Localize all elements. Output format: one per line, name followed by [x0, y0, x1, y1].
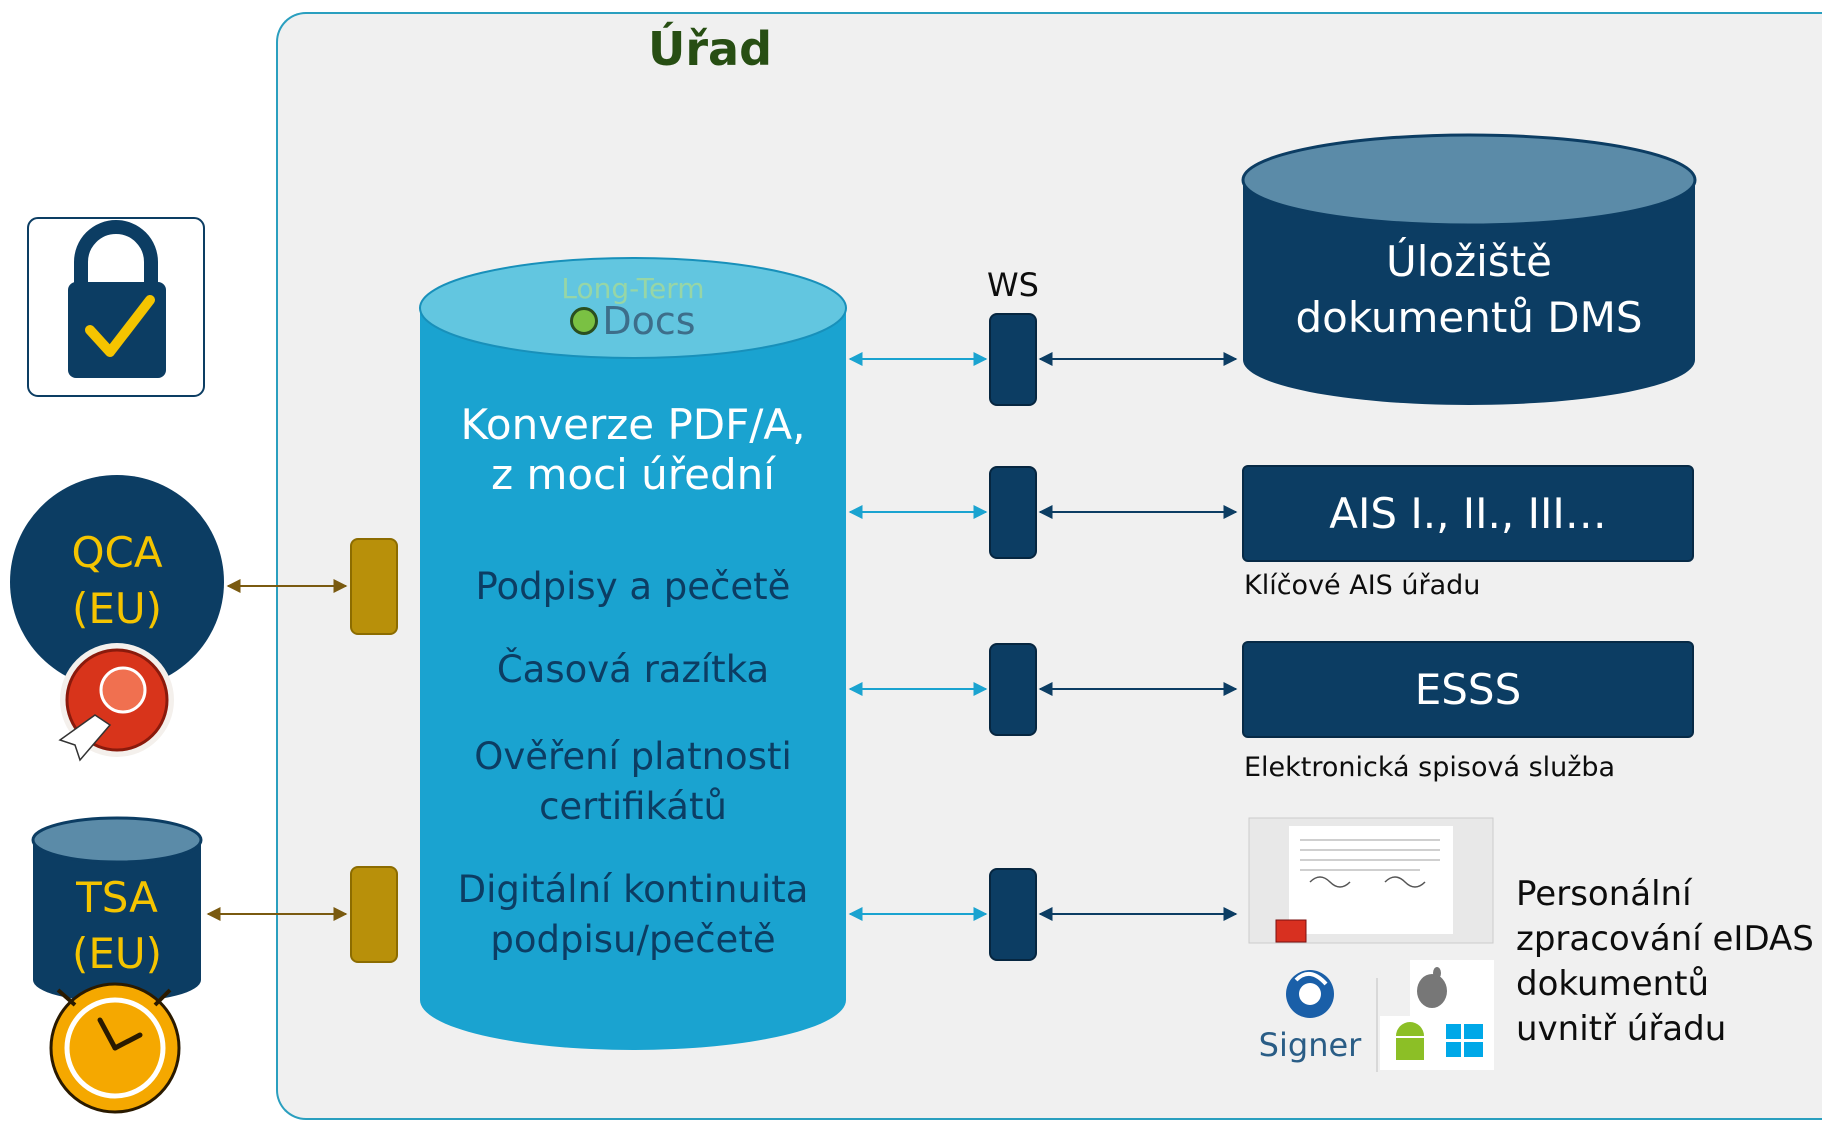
logo-docs: Docs — [560, 298, 706, 344]
dms-cylinder — [1241, 133, 1697, 405]
personal-processing-text: Personální zpracování eIDAS dokumentů uv… — [1516, 872, 1814, 1052]
gold-box-tsa — [350, 866, 398, 963]
apple-icon — [1410, 960, 1494, 1018]
personal-line2: zpracování eIDAS — [1516, 919, 1814, 959]
esss-caption: Elektronická spisová služba — [1244, 752, 1616, 783]
personal-line3: dokumentů — [1516, 964, 1710, 1004]
ws-label: WS — [987, 266, 1039, 304]
qca-line2: (EU) — [71, 584, 163, 633]
document-preview — [1248, 817, 1494, 944]
central-item-continuity-line1: Digitální kontinuita — [457, 868, 809, 911]
dms-label-line2: dokumentů DMS — [1295, 293, 1643, 342]
clock-icon — [49, 982, 181, 1114]
signer-label: Signer — [1258, 1026, 1362, 1064]
qca-line1: QCA — [71, 528, 163, 577]
central-heading: Konverze PDF/A, z moci úřední — [420, 400, 846, 500]
seal-icon — [58, 643, 174, 762]
windows-icon — [1446, 1024, 1483, 1057]
ais-caption: Klíčové AIS úřadu — [1244, 570, 1481, 601]
signer-logo-icon — [1286, 970, 1334, 1018]
logo-bottom-text: Docs — [602, 299, 696, 343]
central-heading-line2: z moci úřední — [491, 450, 775, 499]
dms-label: Úložiště dokumentů DMS — [1243, 234, 1695, 346]
office-title: Úřad — [647, 22, 772, 76]
central-item-continuity-line2: podpisu/pečetě — [490, 918, 776, 961]
central-item-validation-line2: certifikátů — [539, 785, 727, 828]
ais-box: AIS I., II., III… — [1242, 465, 1694, 562]
central-cylinder — [419, 257, 847, 1050]
qca-circle — [10, 475, 224, 689]
docs-logo-icon — [570, 307, 599, 335]
central-item-continuity: Digitální kontinuita podpisu/pečetě — [420, 865, 846, 965]
tsa-line2: (EU) — [71, 929, 163, 978]
tsa-line1: TSA — [76, 873, 158, 922]
tsa-label: TSA (EU) — [40, 870, 194, 982]
ws-box-dms — [989, 313, 1037, 406]
dms-label-line1: Úložiště — [1385, 237, 1552, 286]
qca-label: QCA (EU) — [40, 525, 194, 637]
central-item-validation-line1: Ověření platnosti — [474, 735, 792, 778]
ws-box-signer — [989, 868, 1037, 961]
personal-line1: Personální — [1516, 874, 1692, 914]
tsa-cylinder — [31, 816, 203, 1002]
central-item-signatures: Podpisy a pečetě — [475, 565, 791, 608]
gold-box-qca — [350, 538, 398, 635]
personal-line4: uvnitř úřadu — [1516, 1009, 1727, 1049]
central-item-timestamps: Časová razítka — [496, 648, 770, 691]
eu-trust-lock-icon — [27, 217, 205, 397]
central-item-validation: Ověření platnosti certifikátů — [420, 732, 846, 832]
logo-top-text: Long-Term — [561, 272, 705, 305]
esss-box: ESSS — [1242, 641, 1694, 738]
ws-box-esss — [989, 643, 1037, 736]
central-heading-line1: Konverze PDF/A, — [460, 400, 806, 449]
ws-box-ais — [989, 466, 1037, 559]
